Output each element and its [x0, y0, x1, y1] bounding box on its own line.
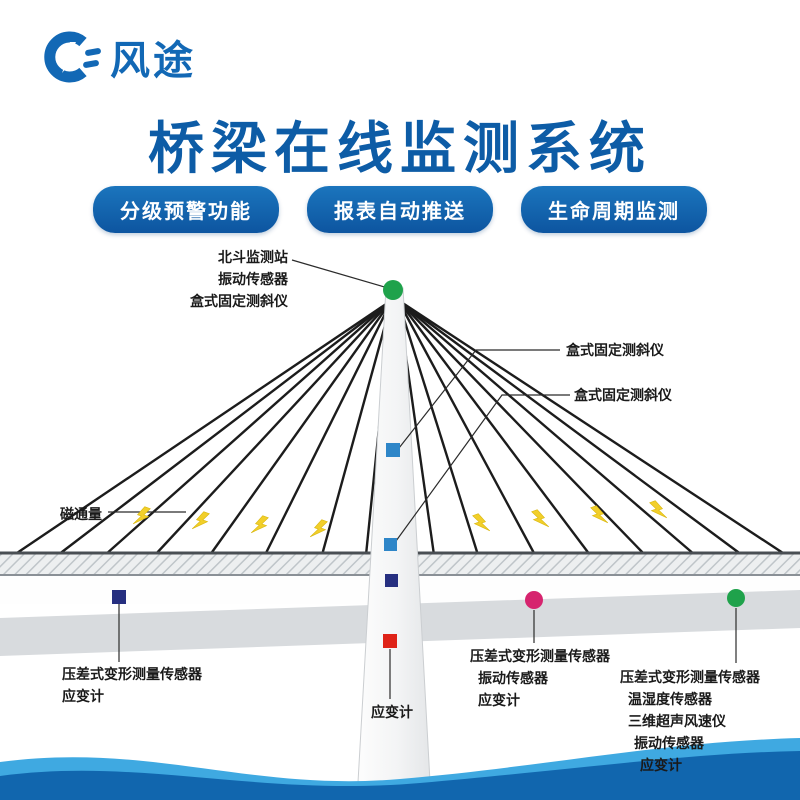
cable: [397, 298, 787, 557]
cable: [320, 299, 394, 556]
label-line: 三维超声风速仪: [628, 713, 726, 729]
feature-badges: 分级预警功能 报表自动推送 生命周期监测: [0, 186, 800, 233]
badge-lifecycle: 生命周期监测: [521, 186, 707, 233]
logo-g-arc: [44, 31, 87, 83]
badge-auto-report: 报表自动推送: [307, 186, 493, 233]
sensor-tiltmeter-lower-marker: [384, 538, 397, 551]
cable: [396, 299, 480, 556]
sensor-vibration-mid-marker: [525, 591, 543, 609]
label-line: 应变计: [478, 692, 520, 708]
cable: [57, 299, 393, 556]
label-line: 压差式变形测量传感器: [620, 669, 760, 685]
sensor-markers: [112, 280, 745, 648]
cable: [154, 299, 393, 556]
page-title: 桥梁在线监测系统: [148, 117, 652, 180]
label-line: 压差式变形测量传感器: [62, 666, 202, 682]
sensor-deformation-tower-marker: [385, 574, 398, 587]
logo-dash-top: [85, 48, 101, 56]
bolt-icon: [309, 517, 329, 542]
label-beidou-station: 北斗监测站 振动传感器 盒式固定测斜仪: [138, 246, 288, 312]
cable: [263, 299, 394, 556]
sensor-beidou-station-marker: [383, 280, 403, 300]
bolt-icon: [530, 507, 550, 532]
label-line: 盒式固定测斜仪: [190, 293, 288, 309]
badge-warning-levels: 分级预警功能: [93, 186, 279, 233]
label-line: 应变计: [62, 688, 104, 704]
label-bottom-center: 应变计: [371, 704, 413, 720]
label-tiltmeter-lower: 盒式固定测斜仪: [574, 387, 672, 403]
brand-logo: 风途: [36, 28, 196, 86]
leader-tilt-lower: [395, 394, 570, 542]
label-line: 振动传感器: [478, 670, 548, 686]
ft-logo-icon: [44, 31, 101, 83]
sensor-multi-right-marker: [727, 589, 745, 607]
cable: [397, 299, 743, 556]
sensor-strain-gauge-marker: [383, 634, 397, 648]
label-line: 温湿度传感器: [628, 691, 712, 707]
footer-wave: [0, 738, 800, 800]
logo-dash-bottom: [83, 60, 99, 68]
bolt-icon: [250, 513, 270, 538]
label-line: 应变计: [640, 757, 682, 773]
label-bottom-left: 压差式变形测量传感器 应变计: [62, 663, 202, 707]
leader-tilt-upper: [398, 349, 560, 449]
label-bottom-mid: 压差式变形测量传感器 振动传感器 应变计: [470, 645, 610, 711]
label-magnetic-flux: 磁通量: [60, 506, 102, 522]
wave-dark-shape: [0, 751, 800, 800]
leader-beidou: [291, 259, 389, 289]
label-line: 振动传感器: [218, 271, 288, 287]
bolt-icon: [132, 504, 152, 529]
logo-bolt-cutout: [60, 42, 79, 73]
cable: [13, 299, 393, 556]
label-line: 振动传感器: [634, 735, 704, 751]
cable: [397, 299, 696, 556]
label-line: 压差式变形测量传感器: [470, 648, 610, 664]
sensor-deformation-left-marker: [112, 590, 126, 604]
sensor-tiltmeter-upper-marker: [386, 443, 400, 457]
cable: [397, 299, 591, 556]
cable: [397, 299, 646, 556]
cable: [396, 299, 537, 556]
bolt-icon: [471, 511, 491, 536]
cable: [209, 299, 393, 556]
label-tiltmeter-upper: 盒式固定测斜仪: [566, 342, 664, 358]
label-bottom-right: 压差式变形测量传感器 温湿度传感器 三维超声风速仪 振动传感器 应变计: [620, 666, 760, 776]
brand-name: 风途: [110, 39, 196, 83]
label-line: 北斗监测站: [218, 249, 288, 265]
